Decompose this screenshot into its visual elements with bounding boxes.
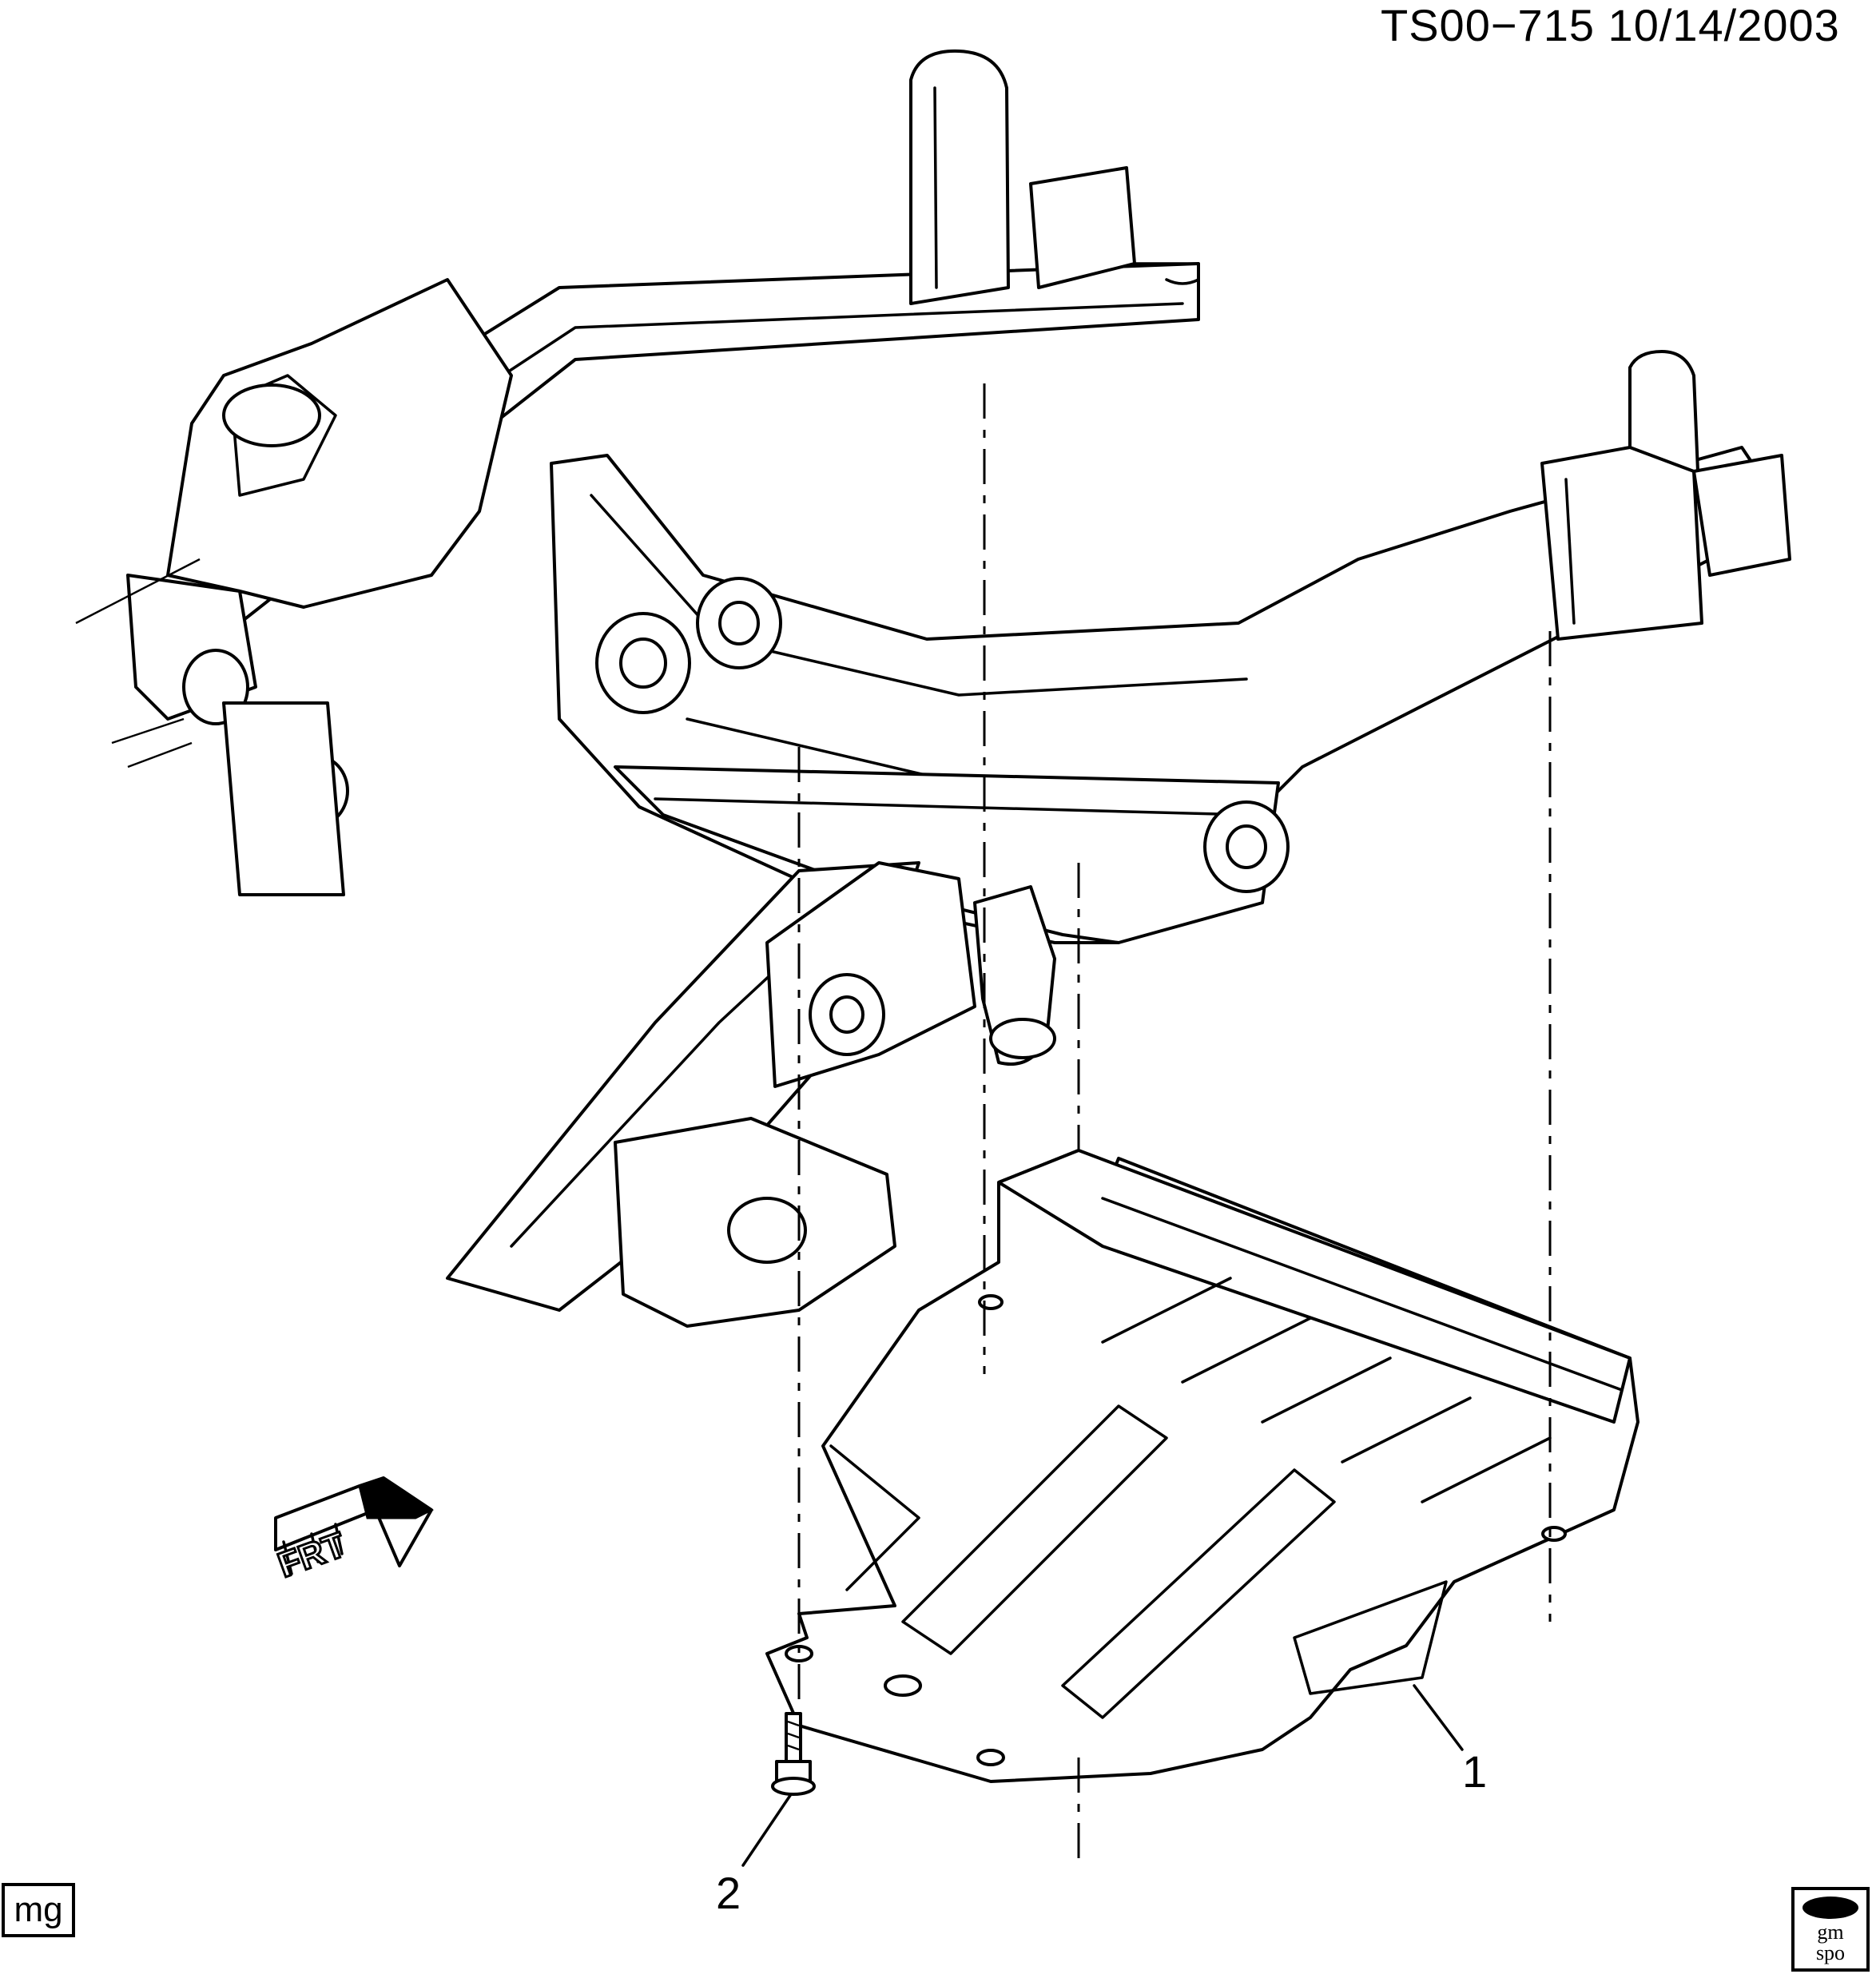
gm-logo-line1: gm	[1817, 1920, 1844, 1944]
alignment-lines	[797, 383, 1552, 1861]
callout-2-label: 2	[716, 1868, 741, 1918]
leader-lines	[741, 1684, 1464, 1867]
gm-logo-line2: spo	[1815, 1941, 1846, 1964]
frame-crossmember	[75, 49, 1791, 1328]
mg-badge: mg	[2, 1883, 75, 1937]
front-arrow-icon: FRT	[272, 1476, 434, 1587]
bolt	[771, 1712, 816, 1796]
callout-1-label: 1	[1462, 1746, 1488, 1797]
shield-panel	[765, 1149, 1640, 1783]
drawing-id: TS00−715 10/14/2003	[1381, 0, 1840, 50]
gm-oval-mark	[1802, 1897, 1858, 1919]
mg-badge-label: mg	[14, 1890, 63, 1929]
gm-spo-logo-icon: gm spo	[1791, 1887, 1870, 1972]
